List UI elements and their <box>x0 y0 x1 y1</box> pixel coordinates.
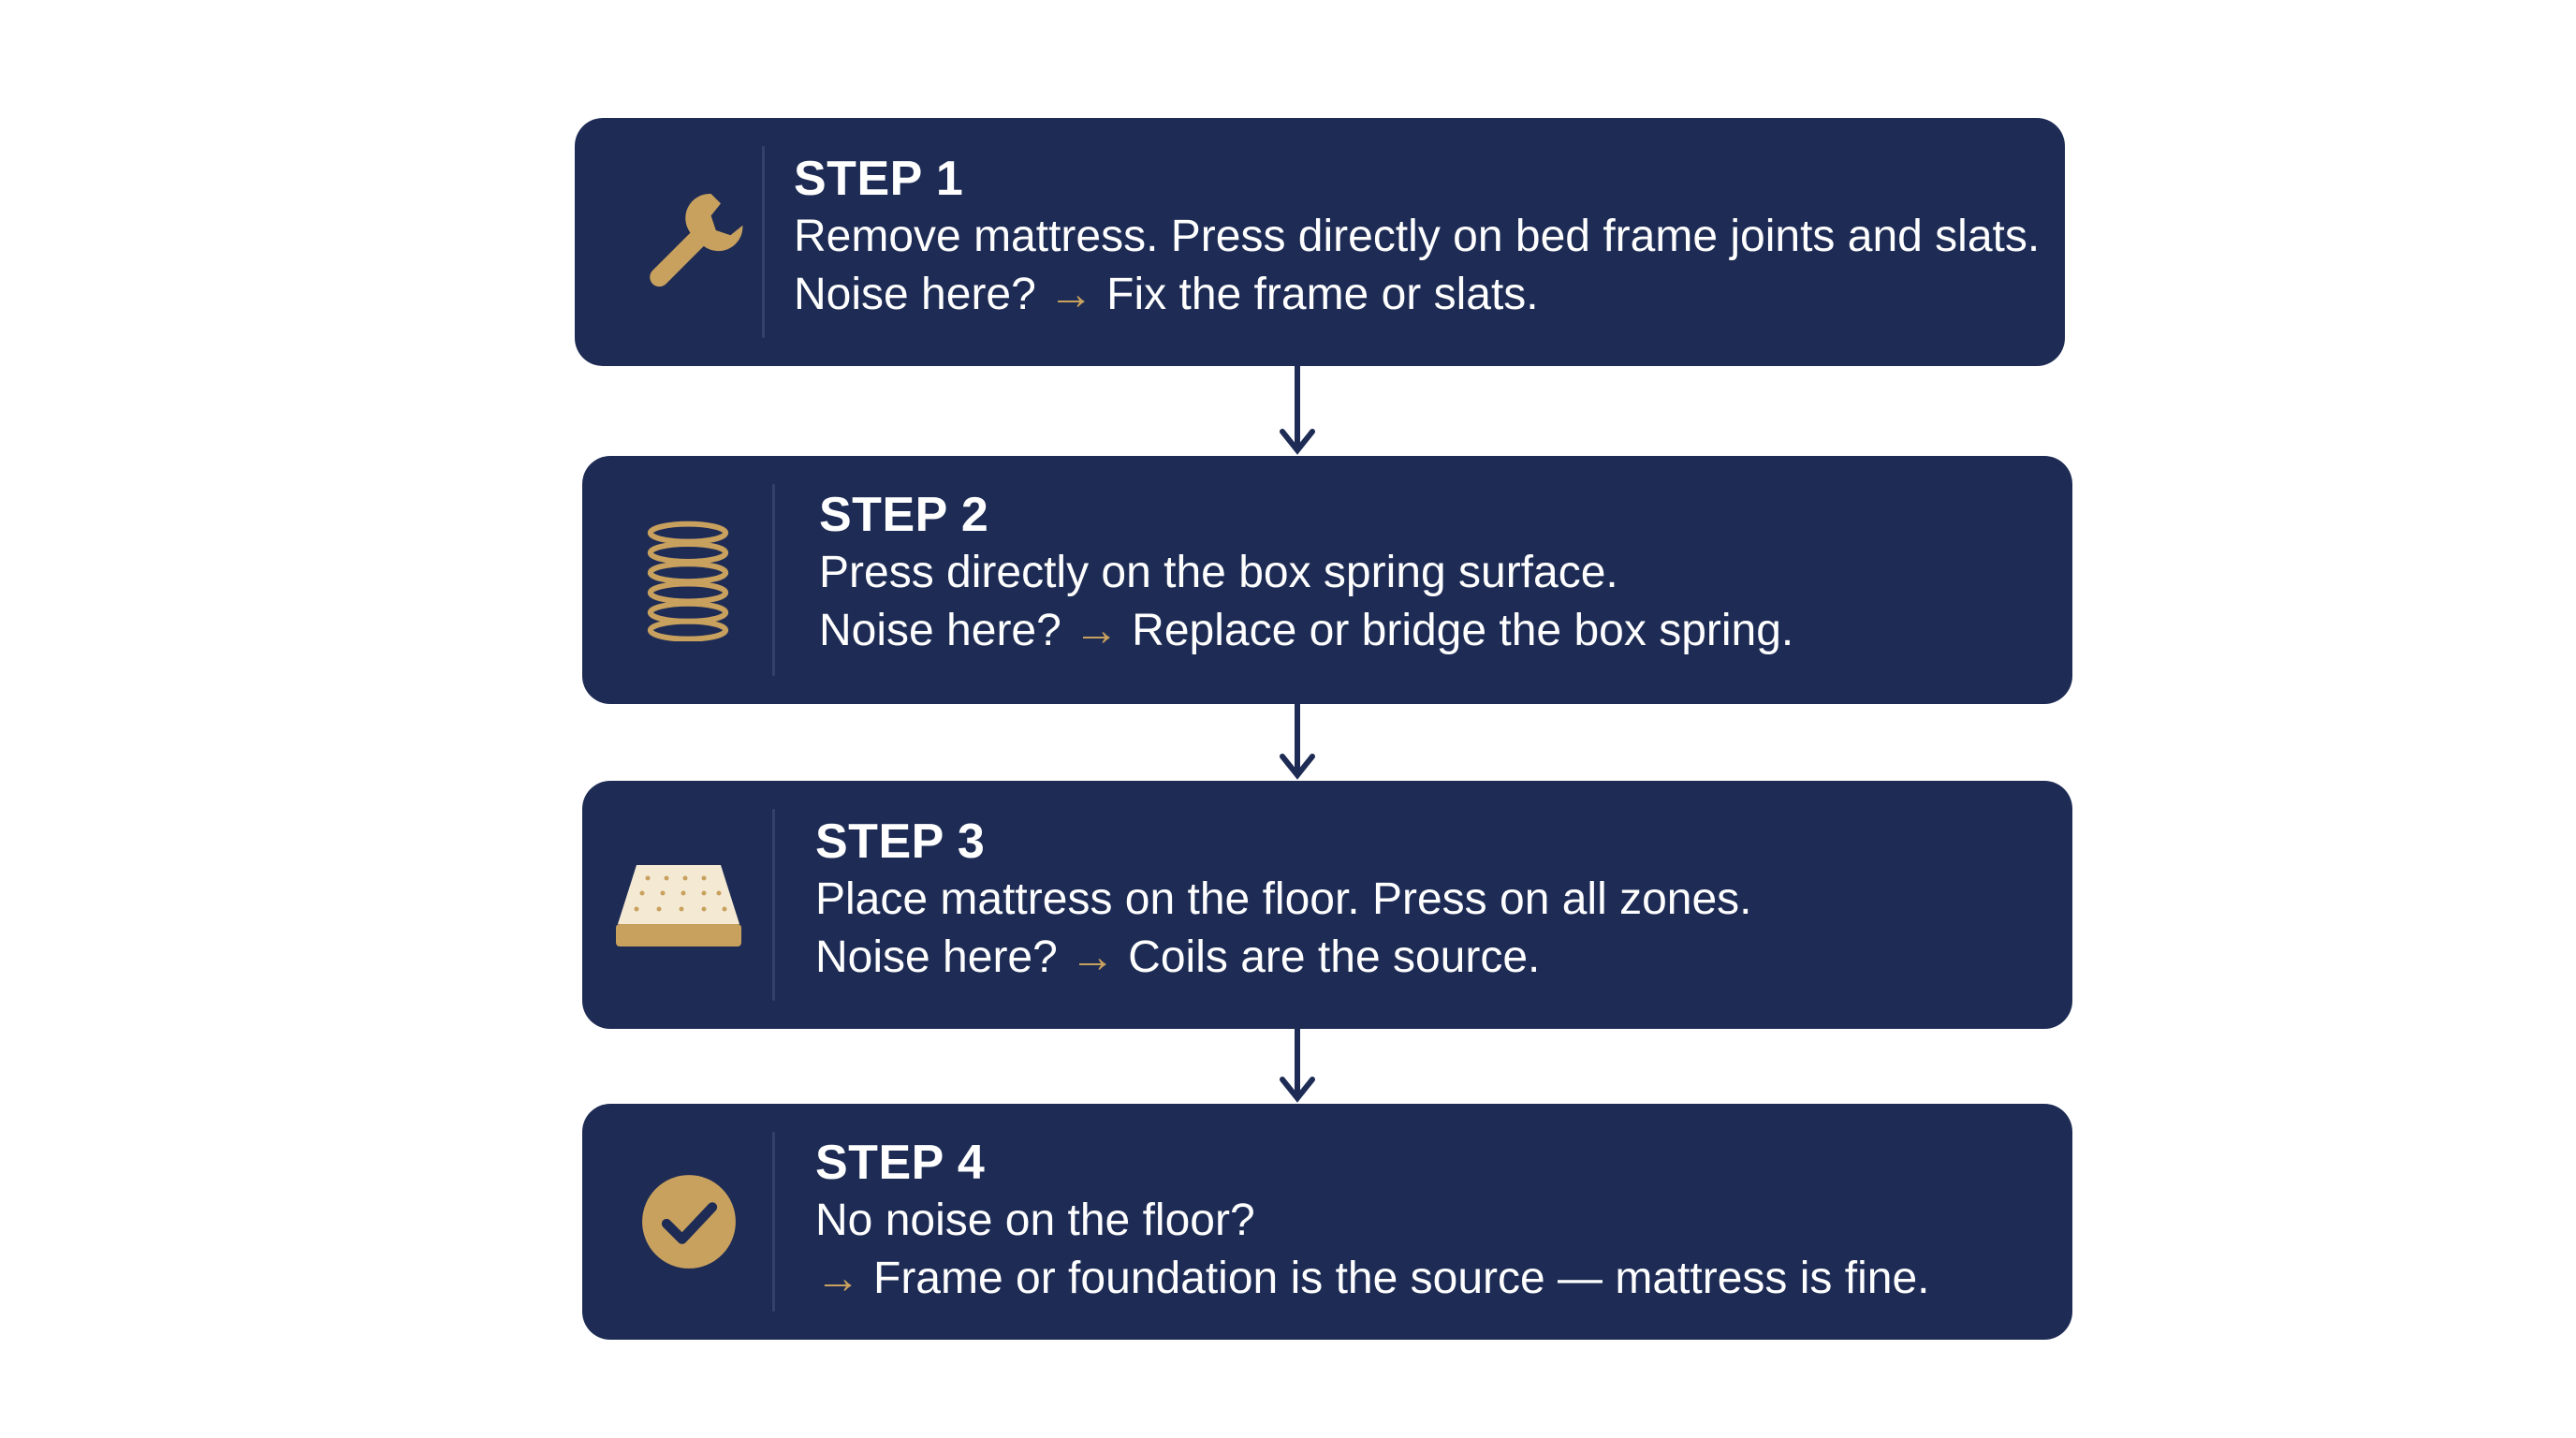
step-3-divider <box>772 809 775 1001</box>
step-3-arrow-glyph: → <box>1070 932 1116 982</box>
step-3-card: STEP 3 Place mattress on the floor. Pres… <box>582 781 2072 1029</box>
step-1-line1: Remove mattress. Press directly on bed f… <box>794 212 2041 261</box>
step-1-line2: Noise here? →Fix the frame or slats. <box>794 266 2046 324</box>
connector-arrow-3 <box>1280 1029 1315 1103</box>
step-2-icon-area <box>582 456 794 704</box>
step-3-result: Coils are the source. <box>1128 932 1541 982</box>
step-4-divider <box>772 1132 775 1312</box>
step-2-title: STEP 2 <box>819 488 989 542</box>
step-2-divider <box>772 484 775 676</box>
step-2-card: STEP 2 Press directly on the box spring … <box>582 456 2072 704</box>
step-1-lead: Noise here? <box>794 270 1036 319</box>
step-4-title: STEP 4 <box>815 1136 986 1190</box>
coil-spring-icon <box>647 521 729 641</box>
step-2-arrow-glyph: → <box>1074 606 1120 655</box>
connector-arrow-2 <box>1280 704 1315 780</box>
step-1-arrow-glyph: → <box>1048 270 1094 319</box>
step-4-card: STEP 4 No noise on the floor? → Frame or … <box>582 1104 2072 1340</box>
step-4-result: Frame or foundation is the source — matt… <box>873 1254 1930 1303</box>
step-3-text: STEP 3 Place mattress on the floor. Pres… <box>815 813 2054 987</box>
step-3-line2: Noise here? →Coils are the source. <box>815 929 2054 987</box>
step-2-lead: Noise here? <box>819 606 1061 655</box>
step-4-line1: No noise on the floor? <box>815 1196 1255 1245</box>
step-1-divider <box>762 146 765 338</box>
step-2-result: Replace or bridge the box spring. <box>1132 606 1794 655</box>
mattress-icon <box>616 864 741 946</box>
step-4-icon-area <box>582 1104 796 1340</box>
step-1-text: STEP 1 Remove mattress. Press directly o… <box>794 150 2046 324</box>
step-2-line1: Press directly on the box spring surface… <box>819 548 1618 597</box>
step-4-line2: → Frame or foundation is the source — mat… <box>815 1250 2054 1308</box>
connector-arrow-1 <box>1280 366 1315 455</box>
step-1-icon-area <box>603 118 790 366</box>
step-1-result: Fix the frame or slats. <box>1106 270 1539 319</box>
step-2-text: STEP 2 Press directly on the box spring … <box>819 486 2054 660</box>
step-3-icon-area <box>582 781 775 1029</box>
step-4-arrow-glyph: → <box>815 1254 860 1303</box>
step-1-card: STEP 1 Remove mattress. Press directly o… <box>575 118 2065 366</box>
wrench-icon <box>650 193 743 286</box>
step-2-line2: Noise here? →Replace or bridge the box s… <box>819 602 2054 660</box>
step-4-text: STEP 4 No noise on the floor? → Frame or … <box>815 1134 2054 1308</box>
step-3-lead: Noise here? <box>815 932 1058 982</box>
step-1-title: STEP 1 <box>794 152 964 206</box>
step-3-line1: Place mattress on the floor. Press on al… <box>815 874 1752 924</box>
checkmark-circle-icon <box>642 1175 736 1269</box>
step-3-title: STEP 3 <box>815 814 986 869</box>
